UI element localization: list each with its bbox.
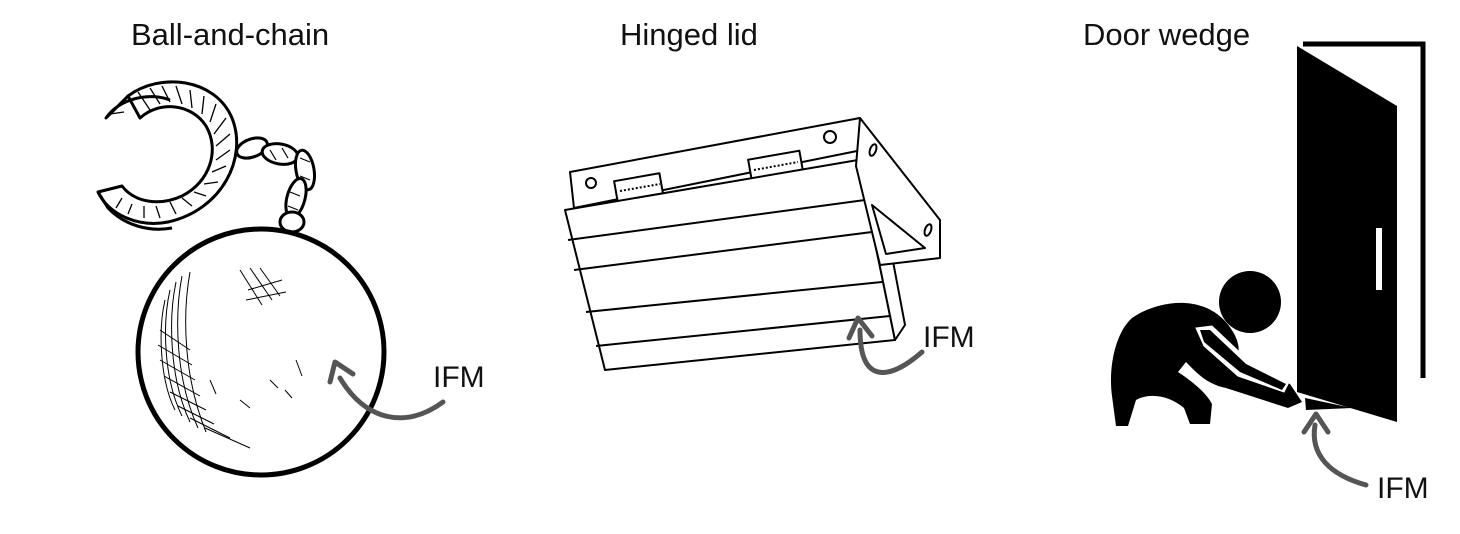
door-frame-icon — [1303, 41, 1426, 378]
hinged-box-icon — [564, 117, 941, 371]
wedge-icon — [1305, 398, 1352, 410]
curved-arrow-icon — [1311, 422, 1369, 488]
panel-title-ball-and-chain: Ball-and-chain — [131, 17, 330, 52]
ifm-label-lid: IFM — [923, 321, 975, 354]
panel-title-hinged-lid: Hinged lid — [620, 17, 758, 52]
shackle-icon — [96, 80, 239, 231]
chain-icon — [235, 136, 317, 234]
door-icon — [1297, 46, 1397, 422]
curved-arrow-icon — [337, 375, 446, 421]
ifm-label-ball: IFM — [433, 361, 485, 394]
ifm-label-wedge: IFM — [1377, 472, 1429, 505]
door-wedge-illustration — [1110, 41, 1426, 488]
door-handle-icon — [1376, 228, 1382, 290]
iron-ball-icon — [135, 226, 387, 478]
lid-arrow — [846, 315, 925, 375]
panel-title-door-wedge: Door wedge — [1083, 17, 1251, 52]
crouching-person-icon — [1110, 271, 1302, 426]
curved-arrow-icon — [857, 327, 925, 375]
ball-and-chain-illustration — [96, 80, 446, 478]
